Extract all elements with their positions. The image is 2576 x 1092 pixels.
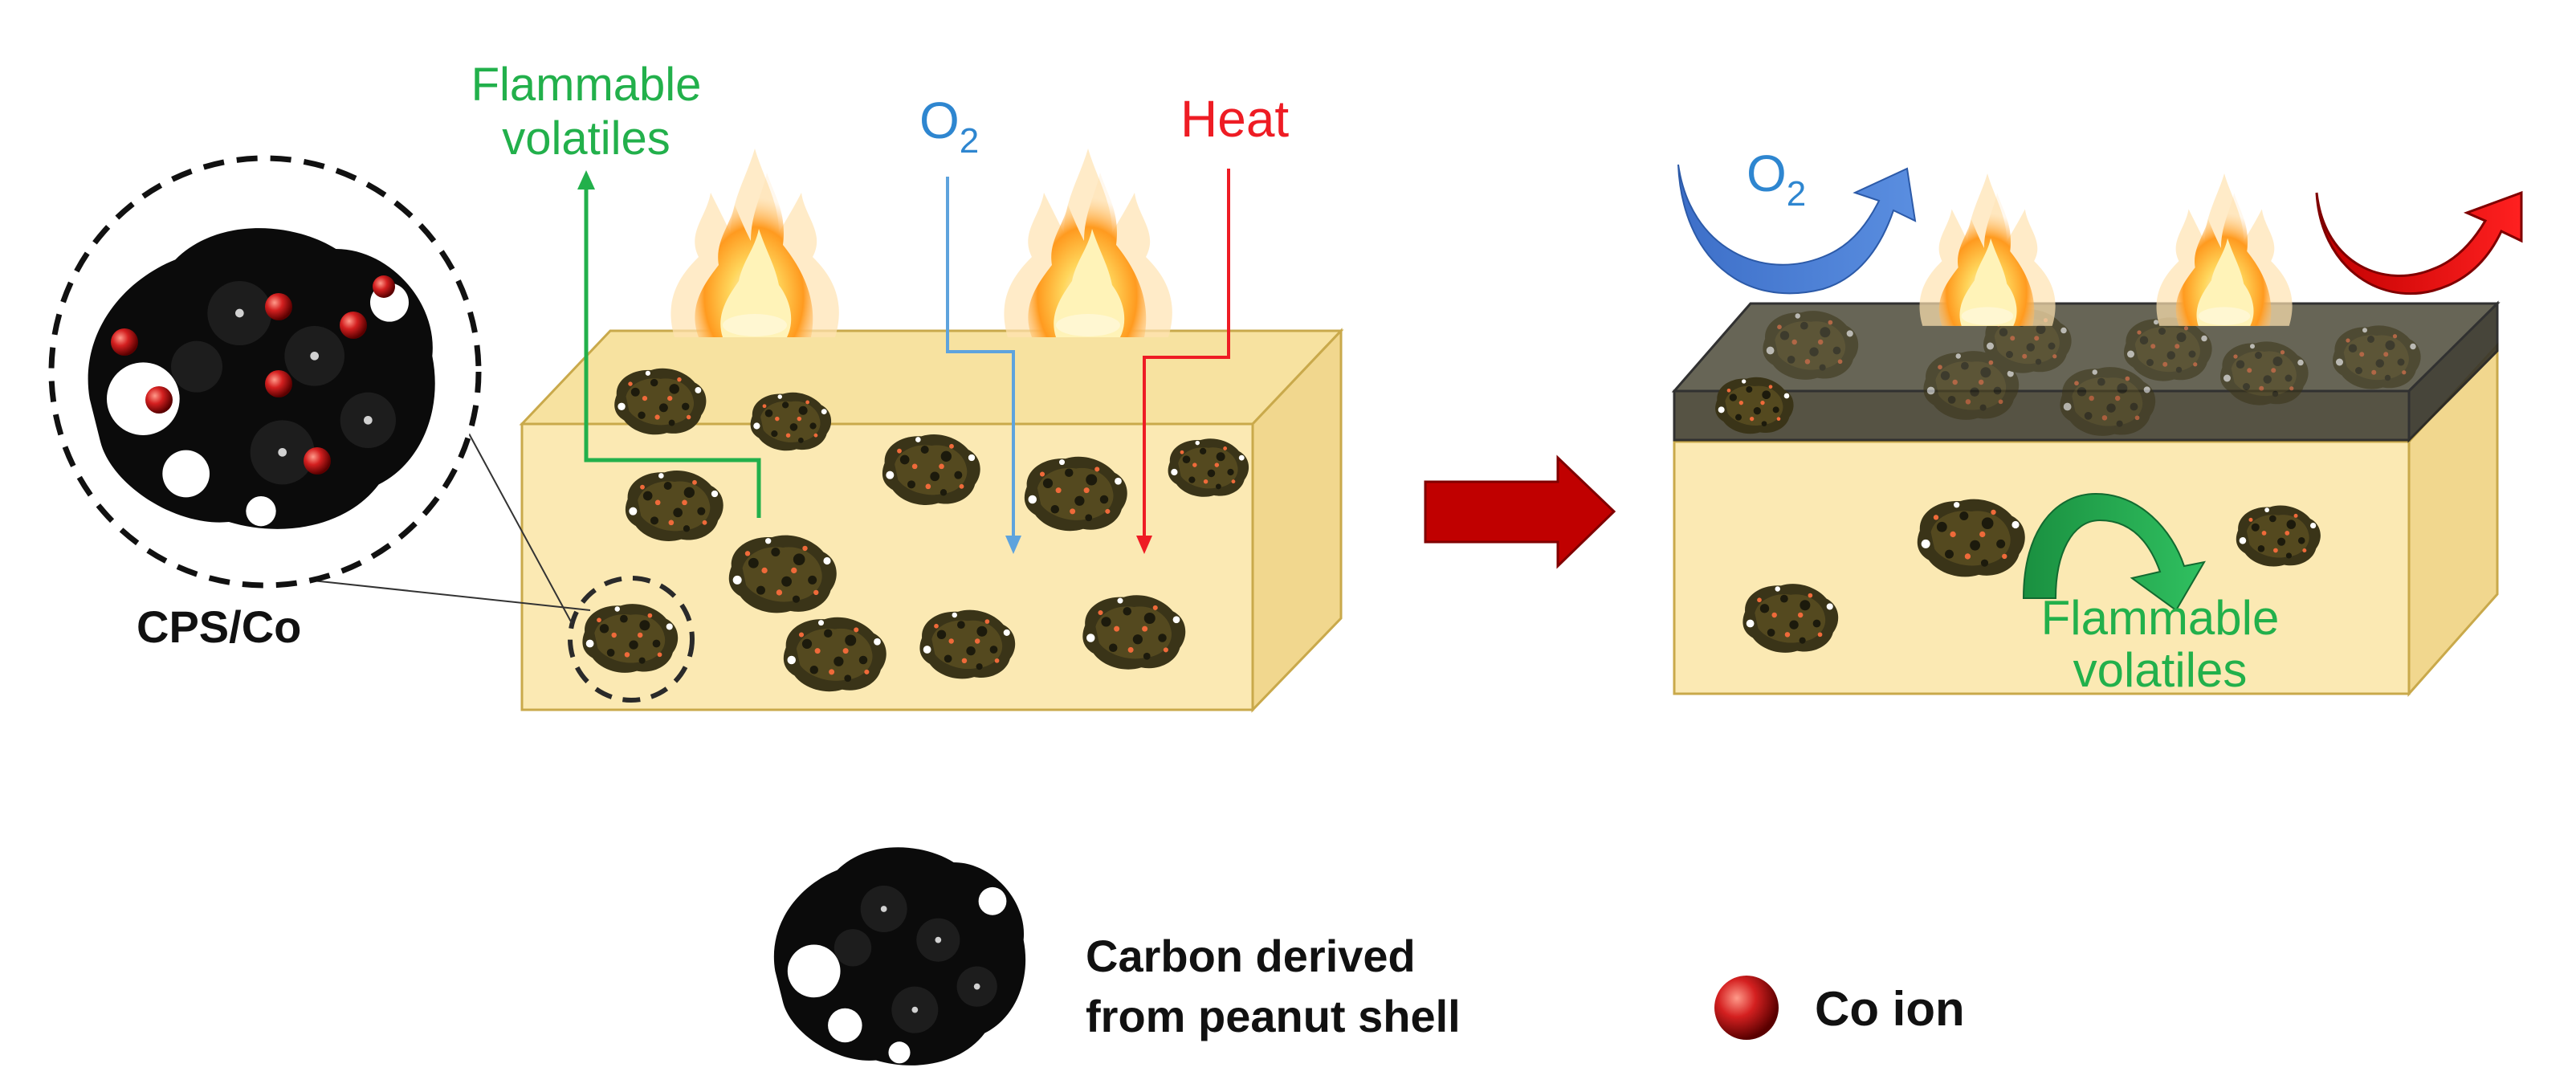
legend-carbon-label-line1: Carbon derived: [1086, 931, 1416, 981]
co-ion: [145, 386, 173, 414]
oxygen-label-right-main: O: [1747, 145, 1787, 202]
flame-icon: [1919, 173, 2056, 326]
oxygen-label-right: O2: [1747, 145, 1806, 214]
magnify-connector-top: [304, 579, 591, 611]
oxygen-deflect-arrow: [1677, 164, 1917, 295]
legend-carbon-label-line2: from peanut shell: [1086, 991, 1461, 1041]
flammable-label-line1: Flammable: [471, 59, 702, 111]
transition-arrow: [1424, 454, 1616, 569]
co-ion: [373, 275, 395, 298]
co-ion: [340, 312, 367, 339]
legend: Carbon derived from peanut shell Co ion: [773, 847, 1965, 1066]
flammable-deflect-arrow: [2022, 492, 2206, 612]
oxygen-label: O2: [919, 92, 979, 161]
magnify-target-circle: [568, 576, 695, 703]
flammable-label-right-line2: volatiles: [2073, 643, 2248, 697]
magnify-connector-bottom: [468, 433, 573, 624]
legend-co-ion-label: Co ion: [1815, 982, 1965, 1036]
co-ion-legend-icon: [1714, 976, 1779, 1040]
oxygen-label-main: O: [919, 92, 960, 149]
oxygen-label-right-subscript: 2: [1787, 174, 1806, 214]
oxygen-arrow: [946, 177, 1021, 554]
heat-label: Heat: [1180, 90, 1289, 148]
co-ion: [265, 370, 292, 397]
magnified-view: [48, 155, 482, 589]
co-ion: [265, 293, 292, 320]
co-ion: [111, 328, 138, 356]
oxygen-label-subscript: 2: [960, 121, 979, 161]
co-ion: [304, 447, 331, 475]
carbon-framework-legend-icon: [773, 847, 1026, 1066]
heat-arrow: [1136, 169, 1230, 554]
flame-icon: [2156, 173, 2293, 326]
heat-deflect-arrow: [2315, 190, 2523, 295]
flame-icon: [1004, 149, 1172, 337]
magnified-label: CPS/Co: [137, 601, 301, 652]
flammable-label-right-line1: Flammable: [2041, 591, 2280, 645]
flammable-label-line2: volatiles: [502, 112, 670, 165]
flammable-volatiles-arrow: [577, 170, 761, 518]
flame-icon: [670, 149, 839, 337]
